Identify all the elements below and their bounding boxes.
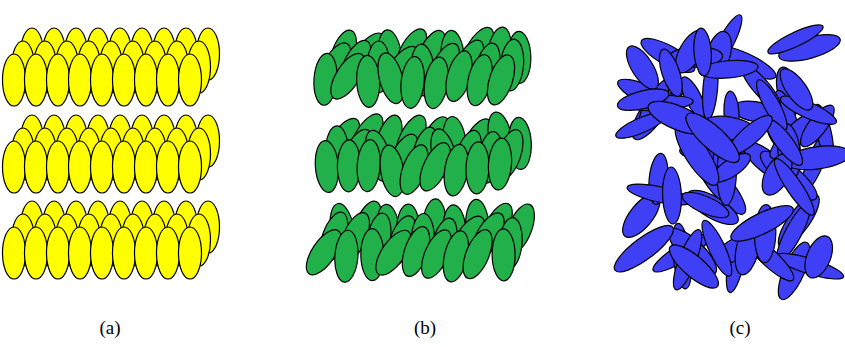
molecule-ellipse	[356, 139, 382, 192]
molecule-ellipse	[765, 20, 826, 59]
molecule-ellipse	[47, 141, 70, 193]
molecule-ellipse	[91, 141, 114, 193]
molecule-ellipse	[333, 229, 359, 282]
smectic-c-layers	[300, 23, 541, 285]
molecule-ellipse	[398, 55, 426, 109]
molecule-ellipse	[69, 227, 92, 279]
molecule-ellipse	[157, 54, 180, 106]
molecule-ellipse	[774, 64, 818, 115]
molecule-ellipse	[664, 238, 725, 294]
molecule-ellipse	[135, 54, 158, 106]
molecule-ellipse	[620, 41, 664, 94]
molecule-ellipse	[492, 229, 516, 281]
molecule-ellipse	[91, 54, 114, 106]
molecule-ellipse	[799, 232, 838, 282]
molecule-ellipse	[313, 140, 340, 194]
molecule-ellipse	[135, 227, 158, 279]
molecule-ellipse	[179, 227, 202, 279]
molecule-ellipse	[69, 141, 92, 193]
molecule-ellipse	[3, 141, 26, 193]
molecule-ellipse	[25, 141, 48, 193]
molecule-ellipse	[91, 227, 114, 279]
molecule-ellipse	[692, 27, 713, 76]
isotropic-phase	[609, 11, 845, 303]
molecule-ellipse	[113, 141, 136, 193]
molecule-ellipse	[157, 227, 180, 279]
molecule-ellipse	[47, 227, 70, 279]
molecule-ellipse	[3, 227, 26, 279]
molecule-ellipse	[609, 218, 680, 278]
panel-label: (b)	[414, 317, 436, 339]
panel-label: (c)	[729, 317, 750, 339]
molecule-ellipse	[25, 227, 48, 279]
molecule-ellipse	[486, 137, 513, 191]
molecule-ellipse	[679, 187, 732, 222]
molecule-ellipse	[679, 106, 746, 169]
molecule-ellipse	[157, 141, 180, 193]
molecule-ellipse	[113, 54, 136, 106]
panel-label: (a)	[99, 317, 120, 339]
molecule-ellipse	[356, 55, 381, 108]
molecule-ellipse	[482, 52, 520, 109]
molecule-ellipse	[655, 47, 687, 99]
molecule-ellipse	[179, 54, 202, 106]
molecule-ellipse	[135, 141, 158, 193]
molecule-ellipse	[3, 54, 26, 106]
molecule-ellipse	[69, 54, 92, 106]
smectic-a-layers	[3, 28, 220, 279]
molecule-ellipse	[662, 167, 683, 225]
molecule-ellipse	[25, 54, 48, 106]
molecule-ellipse	[179, 141, 202, 193]
molecule-ellipse	[47, 54, 70, 106]
molecule-ellipse	[465, 141, 490, 194]
molecule-ellipse	[113, 227, 136, 279]
molecule-ellipse	[727, 199, 798, 248]
